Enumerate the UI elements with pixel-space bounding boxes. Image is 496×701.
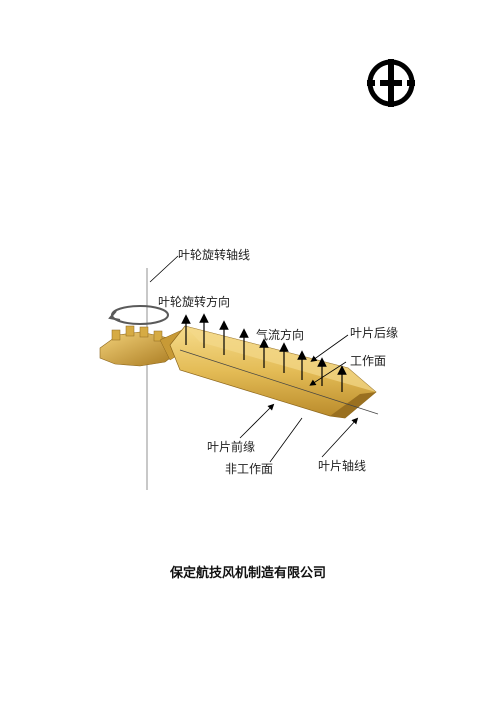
fan-blade: [169, 325, 377, 419]
airflow-arrows: [181, 313, 347, 392]
leader-trailing-edge: [310, 334, 349, 362]
leader-blade-axis: [321, 417, 359, 458]
leader-working-face: [309, 361, 347, 386]
company-name: 保定航技风机制造有限公司: [169, 566, 326, 581]
leader-rotation-axis: [149, 255, 179, 283]
leader-non-working-face: [269, 417, 303, 463]
label-working-face: 工作面: [350, 354, 387, 368]
company-logo-icon: [367, 59, 415, 107]
label-rotation-axis: 叶轮旋转轴线: [178, 248, 251, 262]
label-blade-axis: 叶片轴线: [318, 459, 367, 473]
rotation-arrow-icon: [108, 305, 169, 325]
label-trailing-edge: 叶片后缘: [350, 326, 399, 340]
label-airflow-direction: 气流方向: [256, 328, 305, 342]
label-leading-edge: 叶片前缘: [207, 440, 256, 454]
label-rotation-direction: 叶轮旋转方向: [158, 295, 231, 309]
blade-axis-line: [179, 349, 379, 415]
leader-leading-edge: [239, 403, 275, 439]
label-non-working-face: 非工作面: [225, 462, 274, 476]
